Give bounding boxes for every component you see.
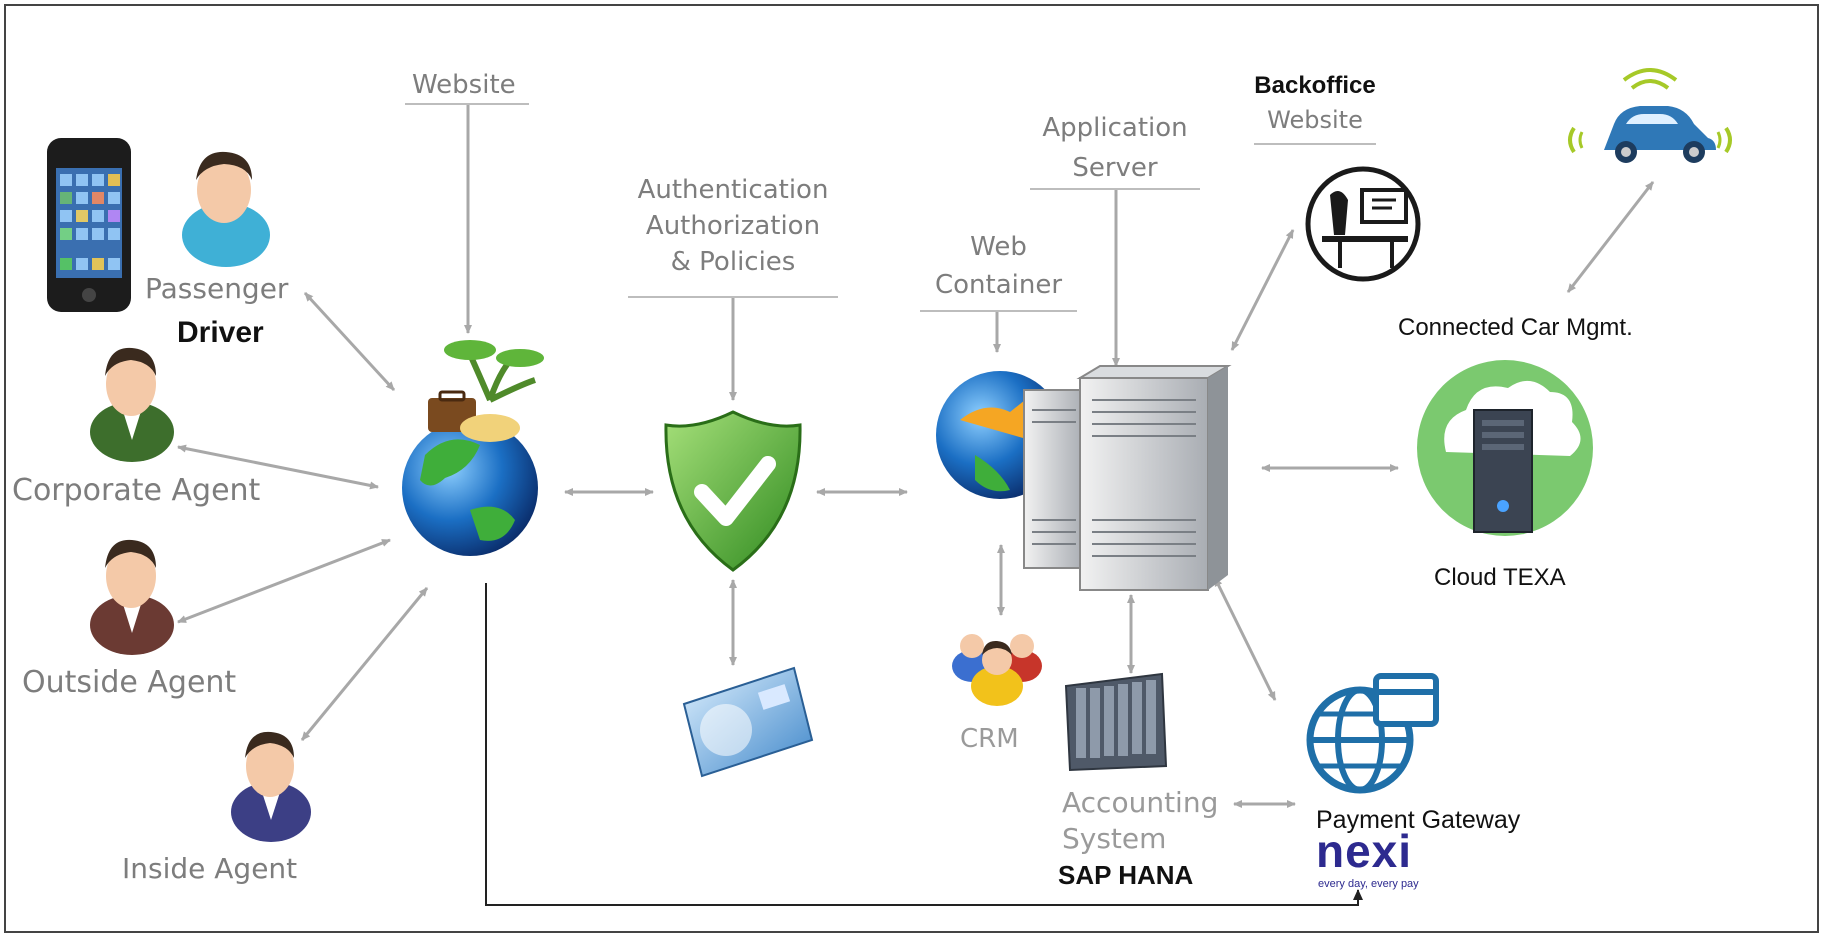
passenger-label: Passenger [145, 272, 289, 305]
arrow-server-payment [1213, 577, 1277, 701]
web-container-line2: Container [934, 270, 1063, 300]
backoffice-label: Backoffice [1254, 72, 1376, 99]
website-underline [405, 103, 529, 105]
accounting-panel-icon [1064, 672, 1168, 772]
connected-car-icon [1568, 68, 1732, 163]
globe-icon-website [402, 340, 544, 556]
nexi-tagline: every day, every pay [1318, 878, 1419, 890]
auth-underline [628, 296, 838, 298]
smartphone-icon [47, 138, 131, 312]
app-server-label: Application Server [1030, 108, 1200, 188]
cloud-server-icon [1417, 360, 1593, 536]
corporate-agent-label: Corporate Agent [12, 473, 261, 508]
connectors [177, 103, 1655, 808]
backoffice-underline [1254, 143, 1376, 145]
diagram-frame [4, 4, 1819, 933]
backoffice-workstation-icon [1305, 166, 1421, 282]
shield-check-icon [664, 410, 802, 572]
credit-card-icon [682, 666, 814, 778]
globe-payment-loop [485, 583, 1363, 906]
arrow-passenger-globe [303, 291, 396, 392]
auth-label: Authentication Authorization & Policies [628, 172, 838, 280]
appserver-underline [1030, 188, 1200, 190]
payment-gateway-label: Payment Gateway [1316, 806, 1521, 834]
person-icon-inside [231, 731, 311, 842]
arrow-outside-globe [177, 538, 391, 624]
person-icon-corporate [90, 347, 174, 462]
people-group-icon [952, 634, 1042, 706]
accounting-label-line2: System [1062, 822, 1167, 855]
arrow-inside-globe [300, 587, 429, 741]
nexi-logo: nexi [1316, 825, 1413, 877]
person-icon-passenger [182, 151, 270, 267]
web-container-label: Web Container [920, 228, 1077, 304]
outside-agent-label: Outside Agent [22, 665, 237, 700]
arrow-server-backoffice [1230, 229, 1295, 351]
cloud-texa-label: Cloud TEXA [1434, 564, 1566, 591]
arrow-car-cloud [1566, 181, 1655, 293]
server-icon-web-app [936, 365, 1232, 591]
arrow-corporate-globe [177, 444, 379, 490]
backoffice-website-label: Website [1267, 106, 1363, 134]
auth-label-line3: & Policies [670, 247, 796, 277]
auth-label-line2: Authorization [645, 211, 821, 241]
auth-label-line1: Authentication [637, 175, 829, 205]
webcontainer-underline [920, 310, 1077, 312]
connected-car-label: Connected Car Mgmt. [1398, 314, 1633, 341]
person-icon-outside [90, 539, 174, 655]
app-server-line1: Application [1042, 113, 1188, 143]
website-label: Website [412, 70, 516, 100]
app-server-line2: Server [1072, 153, 1158, 183]
inside-agent-label: Inside Agent [122, 852, 298, 885]
web-container-line1: Web [970, 232, 1027, 262]
crm-label: CRM [960, 724, 1019, 754]
accounting-label-line1: Accounting [1062, 786, 1219, 819]
sap-hana-label: SAP HANA [1058, 860, 1194, 890]
payment-globe-icon [1306, 673, 1439, 794]
driver-label: Driver [177, 316, 264, 349]
